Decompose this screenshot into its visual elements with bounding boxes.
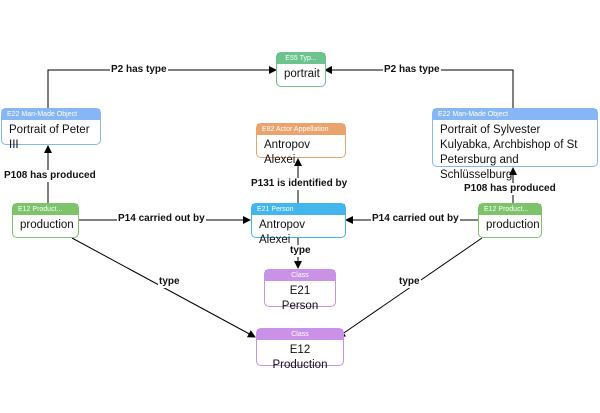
node-label: production xyxy=(486,219,540,231)
edge-label-p14-right: P14 carried out by xyxy=(371,213,460,225)
node-actor-appellation[interactable]: E82 Actor Appellation Antropov Alexei xyxy=(256,123,346,166)
node-type-header: E21 Person xyxy=(252,204,345,215)
node-label: portrait xyxy=(284,68,320,80)
node-type-header: Class xyxy=(257,329,343,340)
node-label: Antropov Alexei xyxy=(264,139,311,166)
node-type-header: E22 Man-Made Object xyxy=(2,109,100,120)
node-class-e21-person[interactable]: Class E21 Person xyxy=(264,269,336,312)
node-label: Portrait of Sylvester Kulyabka, Archbish… xyxy=(440,124,578,181)
node-type-header: E12 Product... xyxy=(13,204,78,215)
node-label: E21 Person xyxy=(281,285,319,312)
edge-label-p131: P131 is identified by xyxy=(250,178,349,190)
edge-label-type-right: type xyxy=(398,276,421,288)
node-portrait-of-sylvester[interactable]: E22 Man-Made Object Portrait of Sylveste… xyxy=(432,108,598,181)
edge-label-type-person: type xyxy=(289,245,312,257)
node-portrait-of-peter-iii[interactable]: E22 Man-Made Object Portrait of Peter II… xyxy=(1,108,101,151)
node-production-left[interactable]: E12 Product... production xyxy=(12,203,79,238)
node-type-header: E82 Actor Appellation xyxy=(257,124,345,135)
edge-label-type-left: type xyxy=(158,276,181,288)
node-label: Portrait of Peter III xyxy=(9,124,90,151)
node-portrait-type[interactable]: E55 Typ... portrait xyxy=(276,52,326,87)
edge-label-p2-right: P2 has type xyxy=(383,64,441,76)
node-person[interactable]: E21 Person Antropov Alexei xyxy=(251,203,346,246)
node-label: production xyxy=(20,219,74,231)
edge-p2-left xyxy=(47,66,277,108)
node-label: Antropov Alexei xyxy=(259,219,306,246)
edge-label-p108-right: P108 has produced xyxy=(463,183,557,195)
node-production-right[interactable]: E12 Product... production xyxy=(478,203,542,238)
node-type-header: E22 Man-Made Object xyxy=(433,109,597,120)
node-class-e12-production[interactable]: Class E12 Production xyxy=(256,328,344,371)
node-type-header: Class xyxy=(265,270,335,281)
node-label: E12 Production xyxy=(272,344,328,371)
edge-label-p14-left: P14 carried out by xyxy=(117,213,206,225)
node-type-header: E12 Product... xyxy=(479,204,541,215)
edge-label-p2-left: P2 has type xyxy=(110,64,168,76)
edge-label-p108-left: P108 has produced xyxy=(3,170,97,182)
node-type-header: E55 Typ... xyxy=(277,53,325,64)
